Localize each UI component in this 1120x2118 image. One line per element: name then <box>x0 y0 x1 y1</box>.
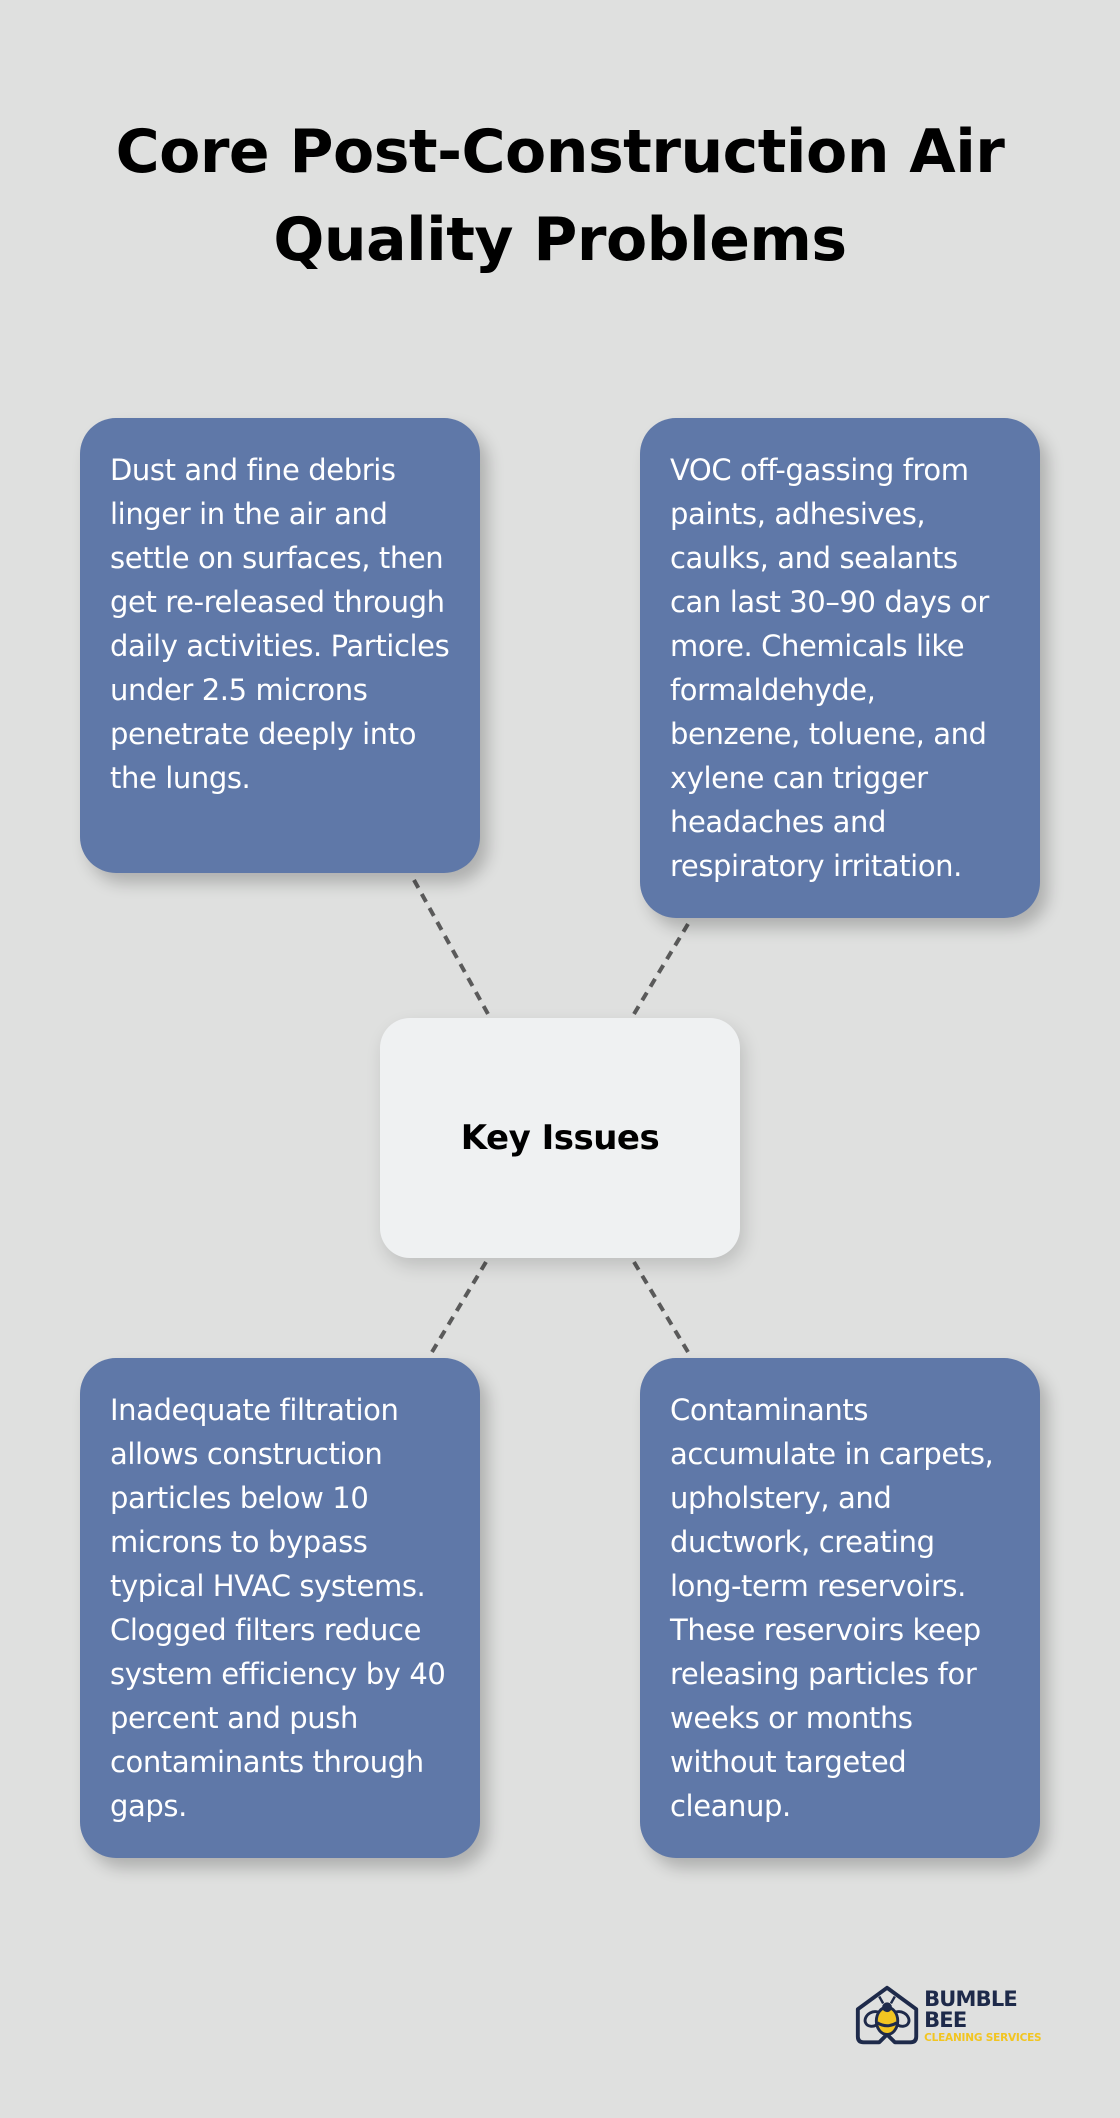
bee-house-icon <box>855 1985 919 2045</box>
issue-card-text: Inadequate filtration allows constructio… <box>110 1393 446 1823</box>
connector-top-right <box>632 922 690 1016</box>
issue-card-text: Dust and fine debris linger in the air a… <box>110 453 450 795</box>
issue-card-dust: Dust and fine debris linger in the air a… <box>80 418 480 873</box>
page-title: Core Post-Construction Air Quality Probl… <box>0 108 1120 284</box>
issue-card-voc: VOC off-gassing from paints, adhesives, … <box>640 418 1040 918</box>
title-line-2: Quality Problems <box>273 205 847 275</box>
logo-name: BUMBLE BEE <box>924 1986 1018 2032</box>
connector-bottom-left <box>430 1260 488 1354</box>
issue-card-reservoirs: Contaminants accumulate in carpets, upho… <box>640 1358 1040 1858</box>
connector-bottom-right <box>632 1260 690 1354</box>
center-hub-label: Key Issues <box>460 1118 660 1158</box>
issue-card-text: VOC off-gassing from paints, adhesives, … <box>670 453 989 883</box>
connector-top-left <box>412 879 490 1015</box>
issue-card-filtration: Inadequate filtration allows constructio… <box>80 1358 480 1858</box>
title-line-1: Core Post-Construction Air <box>115 117 1005 187</box>
brand-logo: BUMBLE BEE CLEANING SERVICES <box>852 1983 1062 2049</box>
logo-tagline: CLEANING SERVICES <box>924 2031 1042 2044</box>
issue-card-text: Contaminants accumulate in carpets, upho… <box>670 1393 994 1823</box>
center-hub: Key Issues <box>380 1018 740 1258</box>
